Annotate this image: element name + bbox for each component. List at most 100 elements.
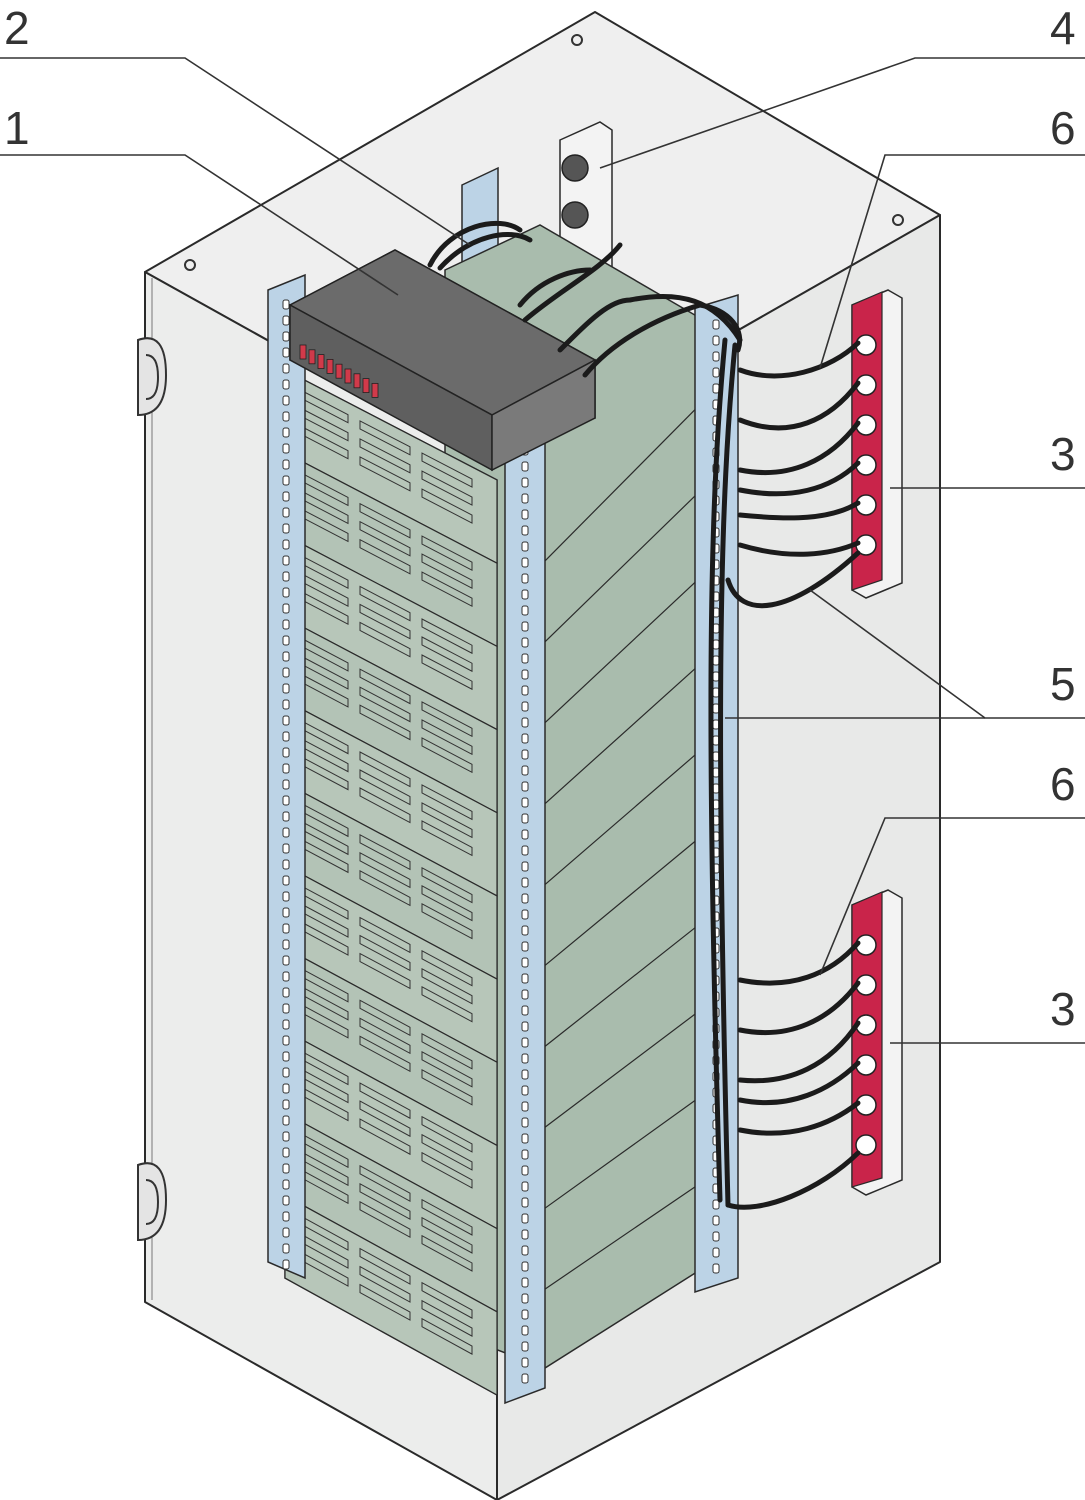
rail-hole (521, 493, 529, 504)
server-slot (421, 553, 473, 589)
server-slot (359, 502, 411, 539)
rail-hole (282, 1243, 290, 1254)
rail-hole (282, 395, 290, 406)
rail-hole (282, 779, 290, 790)
server-side-divider (544, 404, 701, 562)
server-slot (359, 787, 411, 824)
server-slot (359, 420, 411, 456)
server-slot (421, 452, 473, 488)
rail-hole (521, 621, 529, 632)
pdu-socket (855, 1134, 877, 1156)
rail-hole (521, 1053, 529, 1064)
rail-hole (521, 1005, 529, 1016)
switch-port (308, 349, 316, 365)
server-slot (421, 488, 473, 524)
server-side-divider (544, 1182, 701, 1290)
rail-hole (282, 1115, 290, 1126)
rail-hole (282, 891, 290, 902)
top-screw (571, 34, 583, 46)
server-slot (359, 1082, 411, 1120)
rail-hole (282, 443, 290, 454)
upper-power-cable (737, 460, 861, 497)
rail-hole (521, 477, 529, 488)
rail-hole (282, 683, 290, 694)
top-screw (892, 214, 904, 226)
server-slot (359, 1165, 411, 1202)
rail-hole (282, 1259, 290, 1270)
rail-hole (521, 1229, 529, 1240)
server-slot (359, 1247, 411, 1285)
rail-hole (282, 715, 290, 726)
rail-hole (282, 619, 290, 630)
rail-hole (521, 1165, 529, 1176)
rail-hole (521, 509, 529, 520)
rail-hole (521, 653, 529, 664)
server-slot (359, 833, 411, 871)
rail-hole (521, 1133, 529, 1144)
leader-6a (819, 154, 1085, 369)
leader-4 (599, 57, 1085, 169)
rail-hole (521, 573, 529, 584)
rail-hole (282, 907, 290, 918)
rail-hole (282, 859, 290, 870)
upper-pdu-sockets (855, 334, 877, 556)
server-slot (359, 686, 411, 723)
rail-hole (282, 1035, 290, 1046)
rail-hole (282, 1227, 290, 1238)
server-slot (421, 1317, 473, 1355)
rail-hole (521, 1341, 529, 1352)
rail-hole (521, 1325, 529, 1336)
server-side-dividers (544, 404, 701, 1290)
server-slot (421, 967, 473, 1005)
rail-hole (282, 1211, 290, 1222)
rail-hole (282, 827, 290, 838)
server-units (284, 369, 498, 1397)
rail-hole (282, 1163, 290, 1174)
server-slot (421, 949, 473, 987)
server-slot (359, 1283, 411, 1321)
server-slot (359, 1035, 411, 1073)
server-slot (359, 952, 411, 990)
rail-hole (282, 411, 290, 422)
rail-hole (521, 1101, 529, 1112)
rail-hole (521, 829, 529, 840)
leader-2 (0, 57, 471, 246)
rail-hole (282, 667, 290, 678)
rail-hole (712, 671, 720, 682)
rail-hole (282, 971, 290, 982)
pdu-cable (522, 242, 623, 323)
rail-hole (521, 1021, 529, 1032)
rail-hole (282, 635, 290, 646)
server-slot (421, 1281, 473, 1319)
server-slot (421, 985, 473, 1023)
callout-6-lower: 6 (1050, 758, 1076, 810)
rail-hole (521, 1149, 529, 1160)
switch-port (326, 358, 334, 374)
server-slot (421, 535, 473, 571)
rail-hole (521, 797, 529, 808)
server-slot (421, 1032, 473, 1070)
server-slot (421, 820, 473, 857)
rail-hole (521, 733, 529, 744)
switch-port (317, 354, 325, 370)
rail-hole (521, 1069, 529, 1080)
rail-hole (521, 637, 529, 648)
rail-hole (521, 1085, 529, 1096)
server-slot (421, 1151, 473, 1189)
upper-power-cable (737, 340, 861, 379)
upper-power-cable (737, 500, 861, 521)
server-slot (421, 737, 473, 774)
server-slot (359, 1183, 411, 1220)
rail-hole (282, 1179, 290, 1190)
rear-cable (437, 232, 533, 271)
server-slot (421, 1198, 473, 1236)
rail-hole (712, 335, 720, 346)
server-slot (359, 851, 411, 889)
upper-power-cable (737, 380, 861, 431)
top-screw (184, 259, 196, 271)
rail-hole (712, 687, 720, 698)
rail-hole (282, 811, 290, 822)
rail-hole (521, 893, 529, 904)
rail-hole (282, 651, 290, 662)
pdu-cable (517, 267, 593, 308)
